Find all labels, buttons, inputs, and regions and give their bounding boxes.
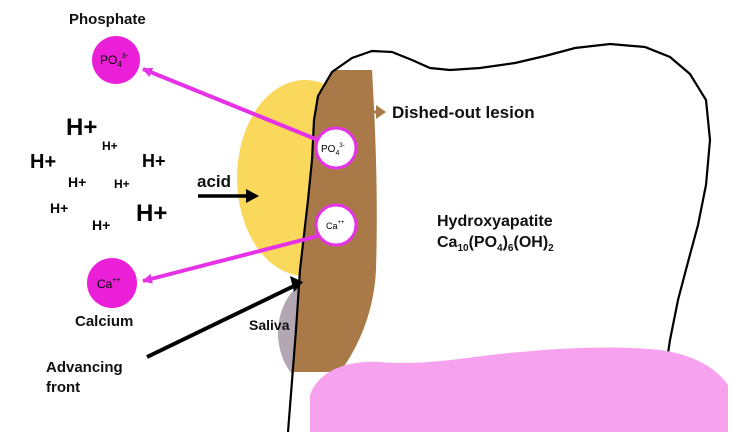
calcium-label: Calcium (75, 313, 133, 330)
hydrogen-ion: H+ (30, 151, 56, 173)
advancing-front-label-line1: Advancing (46, 359, 123, 376)
hydrogen-ion: H+ (136, 200, 167, 227)
saliva-label: Saliva (249, 317, 290, 333)
hydrogen-ion: H+ (92, 217, 110, 233)
hydrogen-ion: H+ (68, 174, 86, 190)
tooth-body (288, 44, 710, 432)
phosphate-lesion-ion-label: PO43- (321, 143, 345, 157)
phosphate-lesion-ion (314, 126, 358, 170)
hydroxyapatite-label: Hydroxyapatite (437, 213, 553, 230)
tooth-outline (286, 42, 712, 432)
gum (310, 347, 728, 432)
phosphate-release-arrow (142, 67, 319, 142)
calcium-free-ion (87, 258, 137, 308)
hydrogen-ion: H+ (66, 114, 97, 141)
dished-out-lesion-label: Dished-out lesion (392, 103, 535, 122)
hydrogen-ion: H+ (114, 177, 130, 191)
advancing-front-label-line2: front (46, 379, 80, 396)
phosphate-label: Phosphate (69, 11, 146, 28)
hydrogen-ion: H+ (50, 200, 68, 216)
advancing-front-arrow (146, 283, 297, 359)
hydrogen-ion: H+ (142, 151, 166, 171)
phosphate-free-ion-label: PO43- (100, 53, 129, 69)
lesion-pointer-arrowhead (376, 105, 386, 119)
calcium-release-arrow (142, 234, 319, 284)
calcium-lesion-ion-label: Ca++ (326, 220, 345, 231)
advancing-front-arrowhead (290, 276, 303, 292)
hydrogen-ion: H+ (102, 139, 118, 153)
acid-arrowhead (246, 189, 259, 203)
acid-label: acid (197, 172, 231, 191)
phosphate-free-ion (92, 36, 140, 84)
hydroxyapatite-formula: Ca10(PO4)6(OH)2 (437, 234, 554, 254)
calcium-lesion-ion (314, 203, 358, 247)
calcium-free-ion-label: Ca++ (97, 277, 121, 291)
